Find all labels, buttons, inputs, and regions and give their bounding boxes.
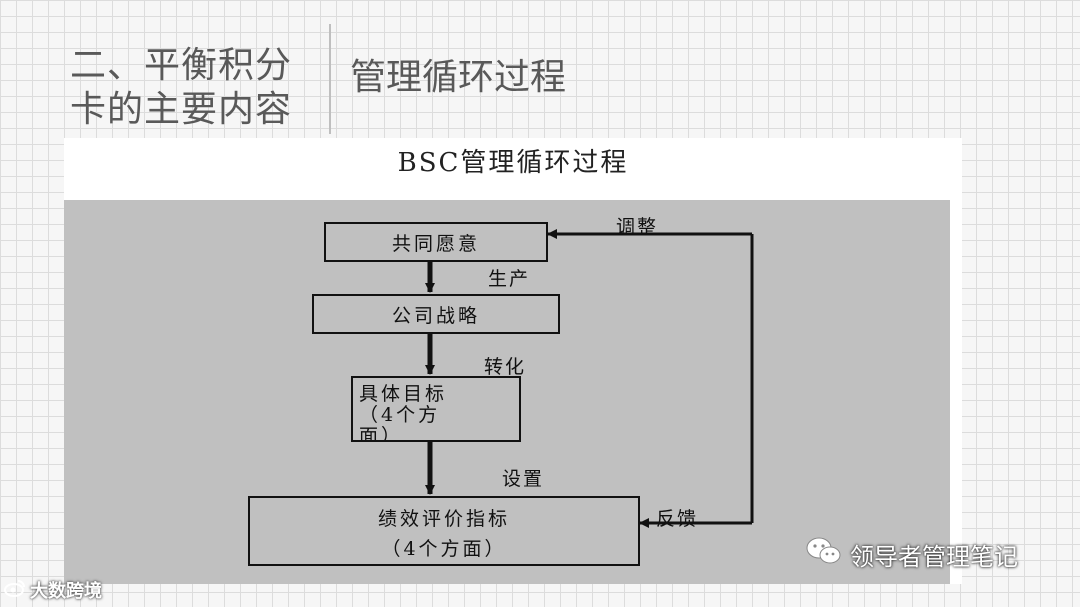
section-title: 二、平衡积分 卡的主要内容 [70,44,320,132]
node-specific-objectives: 具体目标 （4个方 面） [351,376,521,442]
edge-label-transform: 转化 [484,356,527,378]
weibo-icon [4,579,26,602]
watermark-left-text: 大数跨境 [30,581,102,602]
watermark-left: 大数跨境 [4,577,102,603]
node-shared-vision-label: 共同愿意 [391,232,480,255]
slide-title: 管理循环过程 [350,57,567,98]
diagram-connectors [425,229,754,528]
node-kpi-line-1: 绩效评价指标 [377,508,510,530]
watermark-right-text: 领导者管理笔记 [850,542,1018,571]
diagram-area: 共同愿意 公司战略 具体目标 （4个方 面） 绩效评价指标 （4个方面） 生产 … [64,200,950,584]
node-company-strategy-label: 公司战略 [391,304,480,327]
wechat-icon [806,536,842,572]
node-shared-vision: 共同愿意 [324,222,548,262]
section-title-line-1: 二、平衡积分 [70,45,293,86]
node-performance-indicators: 绩效评价指标 （4个方面） [248,496,640,566]
edge-label-adjust: 调整 [616,216,659,238]
node-objectives-line-2: （4个方 [359,404,441,426]
edge-label-feedback: 反馈 [656,508,699,530]
node-objectives-line-3: 面） [359,425,404,442]
watermark-right: 领导者管理笔记 [806,536,1018,572]
bsc-figure: BSC管理循环过程 共同愿意 公司战略 具体目标 （4个方 面） [64,138,962,584]
section-title-line-2: 卡的主要内容 [70,89,293,130]
node-company-strategy: 公司战略 [312,294,560,334]
node-kpi-line-2: （4个方面） [381,538,507,560]
edge-label-produce: 生产 [488,268,531,290]
figure-caption: BSC管理循环过程 [397,148,629,178]
node-objectives-line-1: 具体目标 [359,383,448,405]
title-divider [329,24,331,134]
edge-label-set: 设置 [502,468,545,490]
